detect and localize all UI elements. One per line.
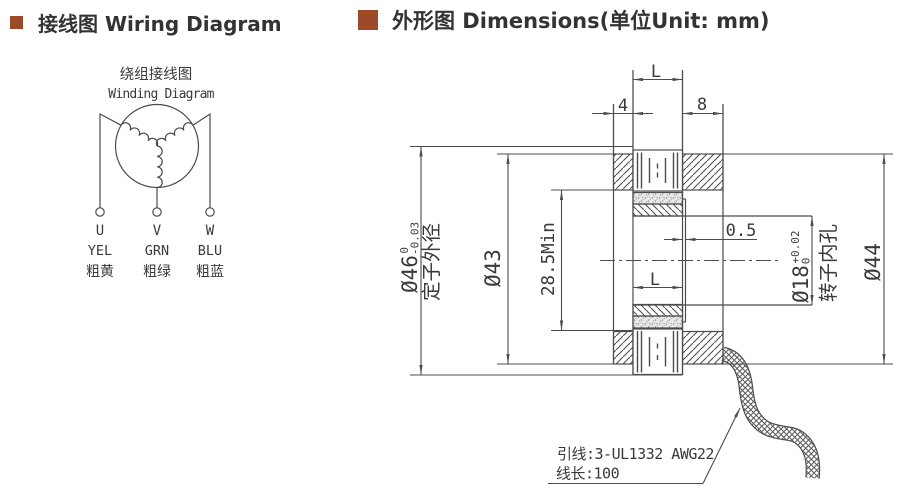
terminal-cn-w: 粗蓝 <box>196 264 224 280</box>
terminal-cn-u: 粗黄 <box>86 263 114 280</box>
terminal-v <box>152 207 162 217</box>
dim-label-d43: Ø43 <box>481 249 505 287</box>
lead-cable <box>720 346 821 479</box>
section-bullet-icon <box>10 16 23 29</box>
winding-block-top <box>632 149 684 192</box>
lead-w <box>192 112 211 208</box>
ext-4-8 <box>612 104 724 154</box>
svg-text:Ø18+0.020: Ø18+0.020 <box>789 230 813 303</box>
terminal-color-v: GRN <box>145 243 169 259</box>
dim-label-28min: 28.5Min <box>539 222 559 296</box>
dim-label-d44: Ø44 <box>861 243 885 281</box>
stator-hatch-top-right <box>681 153 724 191</box>
terminal-color-u: YEL <box>88 243 112 259</box>
terminal-w <box>205 207 215 217</box>
terminal-letter-w: W <box>206 223 215 239</box>
terminal-u <box>95 207 105 217</box>
wiring-diagram: 绕组接线图 Winding Diagram U V W YEL GRN BLU … <box>86 66 224 280</box>
svg-text:Ø44: Ø44 <box>861 243 885 281</box>
terminal-cn-v: 粗绿 <box>143 264 171 280</box>
winding-subtitle-cn: 绕组接线图 <box>120 66 193 83</box>
stator-hatch-bottom-right <box>681 330 724 365</box>
insulation-top <box>632 191 684 205</box>
dim-label-8: 8 <box>697 95 707 115</box>
dimensions-drawing: L 4 8 0.5 L Ø460-0.03 定子外径 Ø43 28.5Min Ø… <box>398 62 893 485</box>
stator-hatch-bottom-left <box>612 330 634 365</box>
dimensions-section-header: 外形图 Dimensions(单位Unit: mm) <box>358 5 770 35</box>
dim-label-L-bore: L <box>650 270 660 290</box>
dimensions-section-title: 外形图 Dimensions(单位Unit: mm) <box>392 9 770 33</box>
sleeve-hatch-bottom <box>632 303 684 317</box>
svg-text:Ø43: Ø43 <box>481 249 505 287</box>
sleeve-hatch-top <box>632 203 684 217</box>
lead-note-line2: 线长:100 <box>556 465 620 483</box>
winding-block-bottom <box>632 328 684 376</box>
insulation-bottom <box>632 315 684 329</box>
dim-label-d18-cn: 转子内孔 <box>817 224 840 302</box>
extension-lines <box>410 145 893 376</box>
section-bullet-icon <box>358 10 378 30</box>
svg-text:Ø460-0.03: Ø460-0.03 <box>398 222 422 293</box>
coil-right <box>155 122 194 147</box>
stator-hatch-top-left <box>612 153 634 191</box>
dim-label-4: 4 <box>618 96 628 116</box>
wiring-section-header: 接线图 Wiring Diagram <box>10 8 282 37</box>
lead-u <box>99 113 122 208</box>
lead-note-leader <box>548 407 741 485</box>
dim-label-d46: Ø460-0.03 <box>398 222 422 293</box>
svg-text:定子外径: 定子外径 <box>420 223 443 301</box>
coil-symbol-top <box>636 152 679 189</box>
svg-text:转子内孔: 转子内孔 <box>817 224 840 302</box>
svg-text:28.5Min: 28.5Min <box>539 222 559 296</box>
winding-subtitle-en: Winding Diagram <box>108 87 214 102</box>
dim-label-d46-cn: 定子外径 <box>420 223 443 301</box>
dim-label-d18: Ø18+0.020 <box>789 230 813 303</box>
dim-label-L-top: L <box>651 62 661 82</box>
dim-label-05: 0.5 <box>726 221 757 241</box>
terminal-color-w: BLU <box>198 243 222 259</box>
coil-symbol-bottom <box>636 331 679 373</box>
ext-L-top <box>632 70 684 150</box>
terminal-letter-v: V <box>153 223 162 239</box>
terminal-letter-u: U <box>96 223 104 239</box>
coil-left <box>120 122 159 147</box>
wiring-section-title: 接线图 Wiring Diagram <box>38 12 282 36</box>
lead-note-line1: 引线:3-UL1332 AWG22 <box>557 445 714 463</box>
coil-bottom <box>156 145 163 189</box>
